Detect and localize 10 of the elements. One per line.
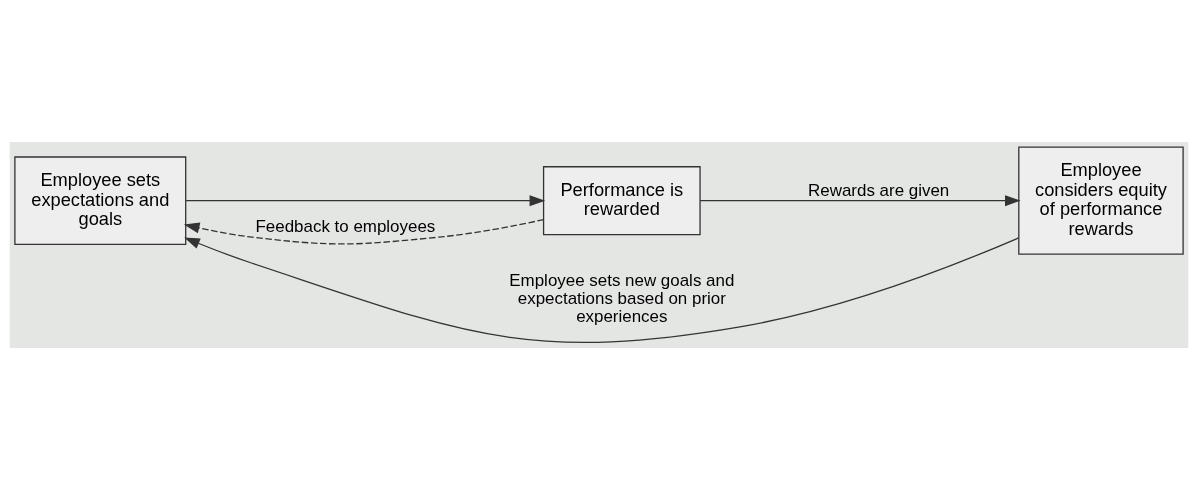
arrow: [699, 195, 1021, 207]
edge-label: Feedback to employees: [255, 217, 436, 237]
edge-label: Employee sets new goals and expectations based on prior experiences: [509, 270, 735, 327]
arrow: [185, 195, 546, 207]
node-box: Employee considers equity of performance rewards: [1018, 146, 1184, 255]
arrow: [183, 219, 545, 245]
node-box: Employee sets expectations and goals: [14, 156, 187, 245]
arrow: [184, 237, 1020, 343]
node-box: Performance is rewarded: [542, 166, 701, 236]
edge-label: Rewards are given: [808, 180, 950, 200]
